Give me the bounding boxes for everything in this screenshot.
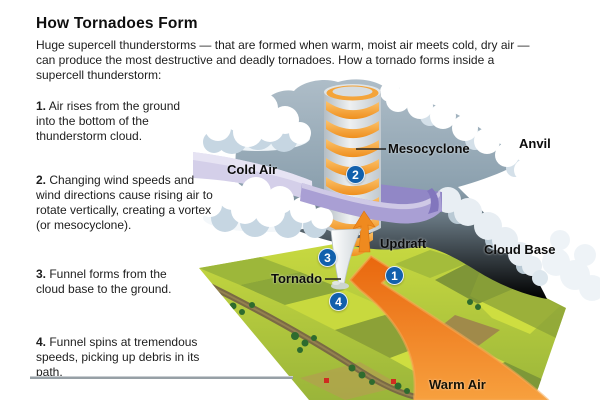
ground-plane [199,238,566,400]
label-cold-air: Cold Air [227,162,278,177]
pointer-lines [325,148,386,280]
label-updraft: Updraft [380,236,427,251]
houses [324,378,396,384]
step-1-text: Air rises from the ground into the botto… [36,99,181,143]
step-4: 4. Funnel spins at tremendous speeds, pi… [36,335,204,380]
label-anvil: Anvil [519,136,551,151]
label-mesocyclone: Mesocyclone [388,141,470,156]
step-2: 2. Changing wind speeds and wind directi… [36,173,220,233]
cloud-cluster-left-mid [198,177,333,238]
label-warm-air: Warm Air [429,377,486,392]
label-tornado: Tornado [271,271,323,286]
marker-step-3: 3 [318,248,337,267]
marker-step-2: 2 [346,165,365,184]
step-2-text: Changing wind speeds and wind directions… [36,173,213,232]
step-4-number: 4. [36,335,47,349]
step-4-text: Funnel spins at tremendous speeds, picki… [36,335,200,379]
step-3-number: 3. [36,267,47,281]
footer-divider [30,376,293,379]
updraft-arrow [352,210,376,253]
road [200,279,433,400]
cloud-cluster-left-top [203,93,311,154]
cloud-cluster-anvil-top [380,82,546,191]
step-3-text: Funnel forms from the cloud base to the … [36,267,172,296]
cold-air-ribbon-front [300,183,442,224]
step-2-number: 2. [36,173,47,187]
cloud-cluster-right-edge [542,230,600,301]
step-1: 1. Air rises from the ground into the bo… [36,99,196,144]
step-3: 3. Funnel forms from the cloud base to t… [36,267,196,297]
page-title: How Tornadoes Form [36,15,198,33]
step-1-number: 1. [36,99,47,113]
field-patches [199,250,566,400]
marker-step-1: 1 [385,266,404,285]
label-cloud-base: Cloud Base [484,242,556,257]
tornado-funnel [330,228,362,290]
marker-step-4: 4 [329,292,348,311]
intro-paragraph: Huge supercell thunderstorms — that are … [36,38,530,82]
